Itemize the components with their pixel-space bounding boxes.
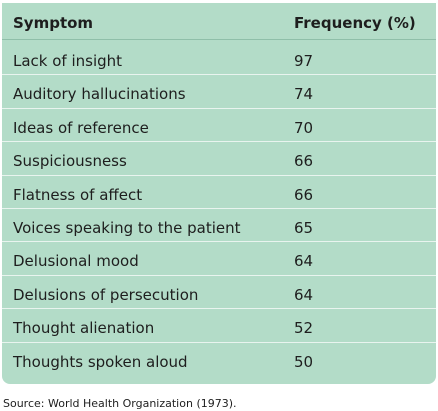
frequency-cell: 66 [294, 185, 314, 204]
table-body: Lack of insight 97 Auditory hallucinatio… [2, 42, 436, 376]
frequency-cell: 64 [294, 252, 314, 271]
source-note: Source: World Health Organization (1973)… [3, 397, 237, 410]
table-header-row: Symptom Frequency (%) [2, 3, 436, 40]
symptom-cell: Thoughts spoken aloud [13, 352, 188, 371]
symptom-cell: Thought alienation [13, 319, 155, 338]
frequency-cell: 74 [294, 85, 314, 104]
table-row: Delusional mood 64 [2, 242, 436, 276]
table-row: Flatness of affect 66 [2, 176, 436, 209]
symptom-cell: Flatness of affect [13, 185, 143, 204]
table-row: Suspiciousness 66 [2, 142, 436, 176]
frequency-cell: 97 [294, 52, 314, 70]
table-row: Auditory hallucinations 74 [2, 75, 436, 109]
header-frequency: Frequency (%) [294, 14, 416, 32]
symptom-cell: Ideas of reference [13, 118, 149, 137]
table-row: Ideas of reference 70 [2, 109, 436, 143]
frequency-cell: 65 [294, 218, 314, 237]
table-row: Thoughts spoken aloud 50 [2, 343, 436, 376]
symptom-cell: Lack of insight [13, 52, 123, 70]
symptom-cell: Voices speaking to the patient [13, 218, 241, 237]
table-row: Delusions of persecution 64 [2, 276, 436, 310]
frequency-cell: 50 [294, 352, 314, 371]
table-row: Lack of insight 97 [2, 42, 436, 76]
header-symptom: Symptom [13, 14, 94, 32]
frequency-cell: 52 [294, 319, 314, 338]
symptom-cell: Suspiciousness [13, 152, 127, 171]
symptom-cell: Auditory hallucinations [13, 85, 186, 104]
table-row: Voices speaking to the patient 65 [2, 209, 436, 243]
symptom-cell: Delusional mood [13, 252, 139, 271]
symptom-frequency-table: Symptom Frequency (%) Lack of insight 97… [2, 3, 436, 384]
symptom-cell: Delusions of persecution [13, 285, 199, 304]
table-row: Thought alienation 52 [2, 309, 436, 343]
frequency-cell: 64 [294, 285, 314, 304]
frequency-cell: 70 [294, 118, 314, 137]
frequency-cell: 66 [294, 152, 314, 171]
